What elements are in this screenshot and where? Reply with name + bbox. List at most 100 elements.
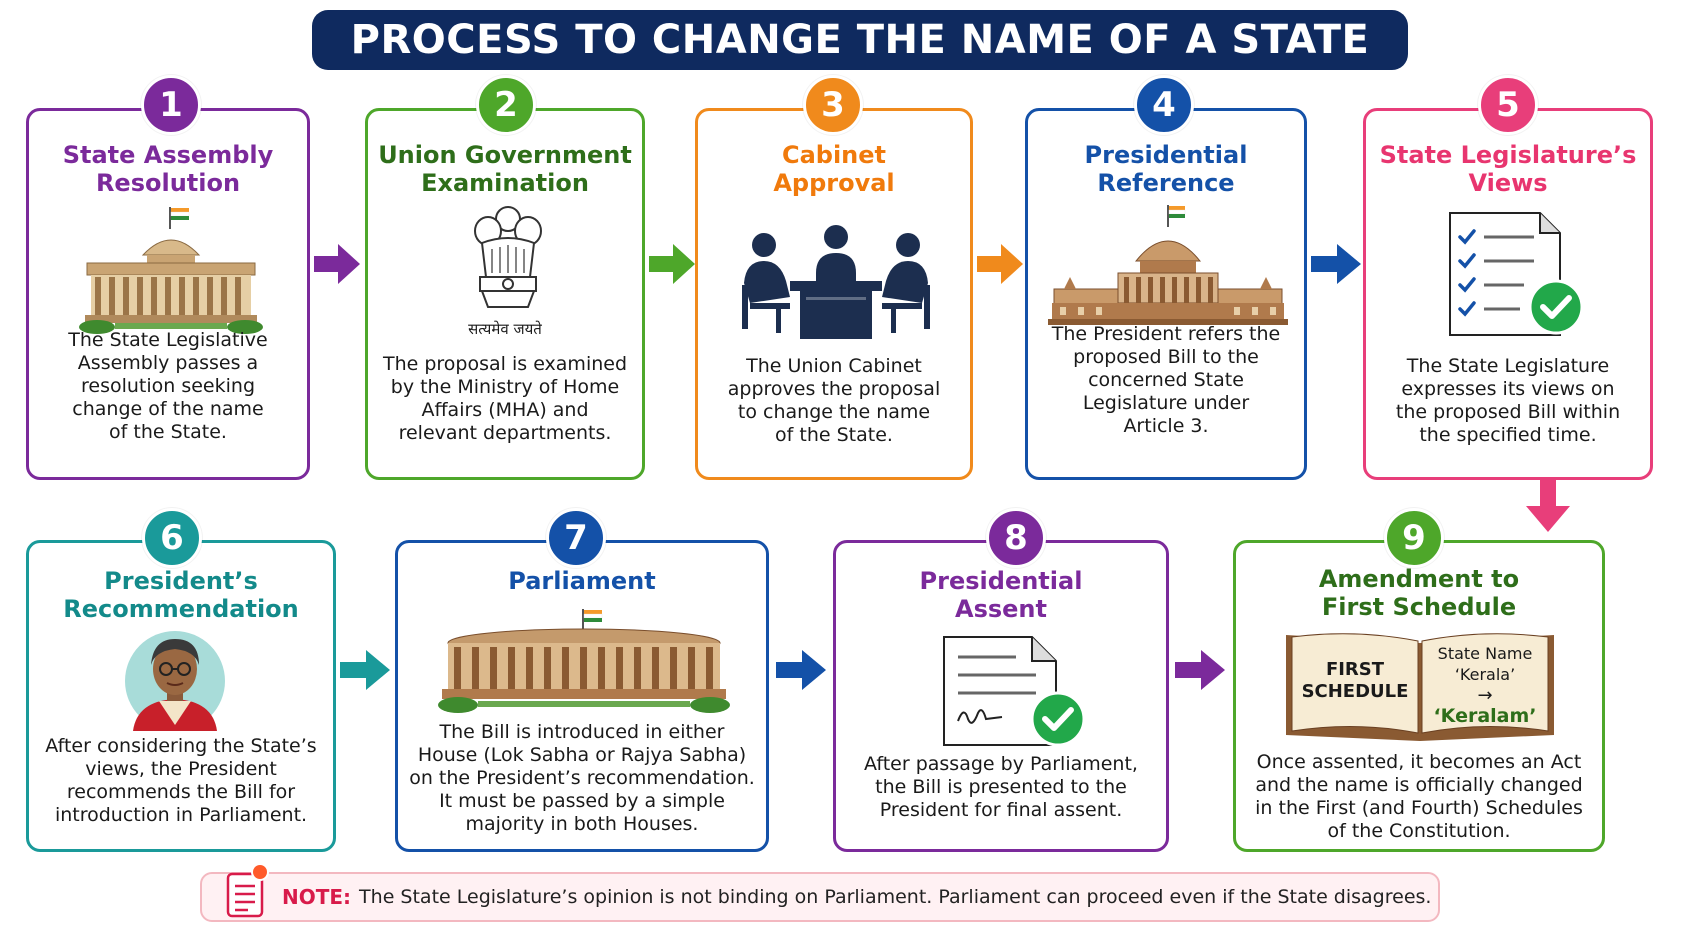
checklist-document-icon xyxy=(1449,212,1584,336)
note-box: NOTE: The State Legislature’s opinion is… xyxy=(200,863,1440,922)
arrow-right-icon xyxy=(1175,650,1225,690)
step-title-line: Recommendation xyxy=(63,595,299,623)
legislative-building-icon xyxy=(79,207,263,334)
step-title: Presidential Assent xyxy=(836,567,1166,623)
step-badge-6: 6 xyxy=(142,508,202,568)
step-card-7: Parliament The Bill is introduced in eit… xyxy=(395,540,769,852)
step-title: President’s Recommendation xyxy=(29,567,333,623)
desc-line: of the Constitution. xyxy=(1327,820,1511,842)
desc-line: The President refers the xyxy=(1051,323,1281,345)
arrow-down-icon xyxy=(1526,480,1570,532)
step-description: After passage by Parliament, the Bill is… xyxy=(846,753,1156,822)
step-description: The Union Cabinet approves the proposal … xyxy=(708,355,960,447)
step-title: State Assembly Resolution xyxy=(29,141,307,197)
step-card-6: President’s Recommendation After conside… xyxy=(26,540,336,852)
desc-line: The Bill is introduced in either xyxy=(439,721,725,743)
arrow-right-icon xyxy=(314,244,360,284)
signed-document-icon xyxy=(943,636,1086,747)
step-title-line: President’s xyxy=(104,567,258,595)
note-text: The State Legislature’s opinion is not b… xyxy=(359,886,1432,908)
step-badge-9: 9 xyxy=(1384,508,1444,568)
title-banner: PROCESS TO CHANGE THE NAME OF A STATE xyxy=(312,10,1408,70)
cabinet-meeting-icon xyxy=(742,225,930,339)
step-description: The State Legislature expresses its view… xyxy=(1376,355,1640,447)
desc-line: Legislature under xyxy=(1082,392,1250,414)
step-title-line: Amendment to xyxy=(1318,565,1520,593)
step-title: Amendment to First Schedule xyxy=(1236,565,1602,621)
arrow-right-icon xyxy=(776,650,826,690)
step-badge-7: 7 xyxy=(546,508,606,568)
desc-line: by the Ministry of Home xyxy=(390,376,620,398)
step-title: Parliament xyxy=(398,567,766,595)
step-title-line: Assent xyxy=(955,595,1047,623)
president-portrait-icon xyxy=(125,631,225,731)
desc-line: After passage by Parliament, xyxy=(864,753,1138,775)
desc-line: The State Legislature xyxy=(1406,355,1610,377)
note-label: NOTE: xyxy=(282,885,352,909)
desc-line: After considering the State’s xyxy=(45,735,317,757)
step-title-line: Reference xyxy=(1097,169,1235,197)
step-title-line: Views xyxy=(1468,169,1548,197)
step-badge-8: 8 xyxy=(986,508,1046,568)
desc-line: approves the proposal xyxy=(727,378,941,400)
desc-line: Affairs (MHA) and xyxy=(421,399,589,421)
step-card-2: Union Government Examination सत्यमेव जयत… xyxy=(365,108,645,480)
book-right-line: ‘Kerala’ xyxy=(1454,665,1516,684)
desc-line: majority in both Houses. xyxy=(465,813,699,835)
step-title-line: State Assembly xyxy=(62,141,274,169)
desc-line: views, the President xyxy=(85,758,277,780)
step-card-8: Presidential Assent After passage by Par… xyxy=(833,540,1169,852)
desc-line: and the name is officially changed xyxy=(1255,774,1583,796)
desc-line: expresses its views on xyxy=(1401,378,1615,400)
desc-line: the Bill is presented to the xyxy=(875,776,1127,798)
desc-line: President for final assent. xyxy=(879,799,1123,821)
desc-line: the specified time. xyxy=(1419,424,1597,446)
rashtrapati-bhavan-icon xyxy=(1048,205,1288,325)
step-card-4: Presidential Reference The President ref… xyxy=(1025,108,1307,480)
step-description: The State Legislative Assembly passes a … xyxy=(39,329,297,444)
national-emblem-icon xyxy=(474,206,542,308)
step-title-line: Presidential xyxy=(1084,141,1248,169)
step-title-line: Examination xyxy=(421,169,589,197)
step-title-line: Resolution xyxy=(95,169,241,197)
parliament-building-icon xyxy=(438,609,730,713)
book-left-line: SCHEDULE xyxy=(1301,681,1409,702)
step-badge-3: 3 xyxy=(803,75,863,135)
desc-line: of the State. xyxy=(109,421,227,443)
desc-line: to change the name xyxy=(737,401,931,423)
step-title-line: First Schedule xyxy=(1321,593,1517,621)
step-title: Presidential Reference xyxy=(1028,141,1304,197)
desc-line: House (Lok Sabha or Rajya Sabha) xyxy=(417,744,747,766)
step-title-line: Presidential xyxy=(919,567,1083,595)
desc-line: introduction in Parliament. xyxy=(54,804,308,826)
step-title-line: Cabinet xyxy=(781,141,887,169)
step-badge-1: 1 xyxy=(141,75,201,135)
step-title-line: Approval xyxy=(773,169,895,197)
book-right-line: State Name xyxy=(1437,644,1533,663)
step-description: After considering the State’s views, the… xyxy=(39,735,323,827)
open-book-icon: FIRST SCHEDULE State Name ‘Kerala’ → ‘Ke… xyxy=(1284,629,1556,741)
desc-line: concerned State xyxy=(1088,369,1244,391)
step-description: Once assented, it becomes an Act and the… xyxy=(1246,751,1592,843)
step-card-1: State Assembly Resolution The State Legi… xyxy=(26,108,310,480)
step-badge-4: 4 xyxy=(1134,75,1194,135)
desc-line: Assembly passes a xyxy=(77,352,259,374)
step-title-line: Parliament xyxy=(508,567,656,595)
desc-line: The State Legislative xyxy=(68,329,268,351)
arrow-right-icon xyxy=(1311,244,1361,284)
desc-line: change of the name xyxy=(72,398,264,420)
desc-line: proposed Bill to the xyxy=(1073,346,1259,368)
desc-line: It must be passed by a simple xyxy=(439,790,725,812)
step-badge-5: 5 xyxy=(1478,75,1538,135)
book-left-page: FIRST SCHEDULE xyxy=(1292,659,1418,703)
book-arrow-icon: → xyxy=(1477,685,1493,706)
desc-line: The proposal is examined xyxy=(382,353,628,375)
desc-line: the proposed Bill within xyxy=(1395,401,1621,423)
step-card-5: State Legislature’s Views The State Legi… xyxy=(1363,108,1653,480)
desc-line: in the First (and Fourth) Schedules xyxy=(1255,797,1583,819)
arrow-right-icon xyxy=(977,244,1023,284)
desc-line: Once assented, it becomes an Act xyxy=(1256,751,1582,773)
arrow-right-icon xyxy=(649,244,695,284)
desc-line: on the President’s recommendation. xyxy=(409,767,755,789)
desc-line: of the State. xyxy=(775,424,893,446)
